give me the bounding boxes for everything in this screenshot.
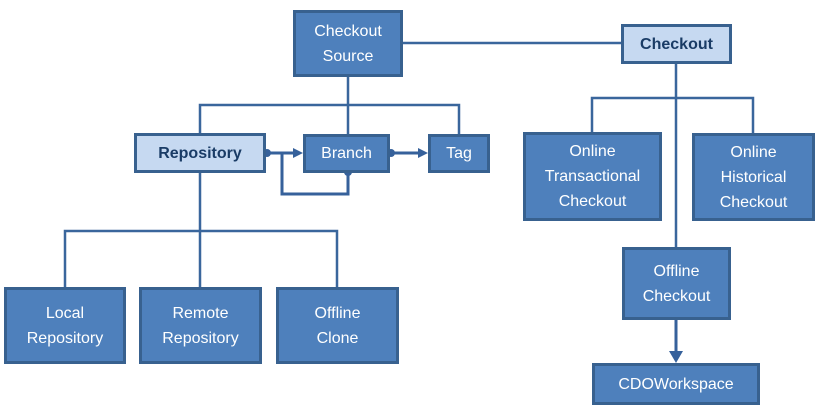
tree-checkout-children bbox=[590, 64, 755, 247]
node-online-historical-checkout: Online Historical Checkout bbox=[692, 133, 815, 221]
node-checkout-source: Checkout Source bbox=[293, 10, 403, 77]
node-local-repository: Local Repository bbox=[4, 287, 126, 364]
node-remote-repository: Remote Repository bbox=[139, 287, 262, 364]
node-offline-clone: Offline Clone bbox=[276, 287, 399, 364]
edge-offline-checkout-cdoworkspace-arrowhead bbox=[669, 351, 683, 363]
node-cdoworkspace: CDOWorkspace bbox=[592, 363, 760, 405]
node-branch: Branch bbox=[303, 134, 390, 173]
tree-repository-children bbox=[63, 173, 339, 287]
node-offline-checkout: Offline Checkout bbox=[622, 247, 731, 320]
node-repository: Repository bbox=[134, 133, 266, 173]
node-online-transactional-checkout: Online Transactional Checkout bbox=[523, 132, 662, 221]
tree-checkout-source-children bbox=[198, 77, 461, 134]
node-tag: Tag bbox=[428, 134, 490, 173]
edge-branch-self-loop-line bbox=[280, 153, 350, 196]
node-checkout: Checkout bbox=[621, 24, 732, 64]
edge-repository-branch-arrowhead bbox=[293, 148, 303, 158]
edge-branch-tag-arrowhead bbox=[418, 148, 428, 158]
